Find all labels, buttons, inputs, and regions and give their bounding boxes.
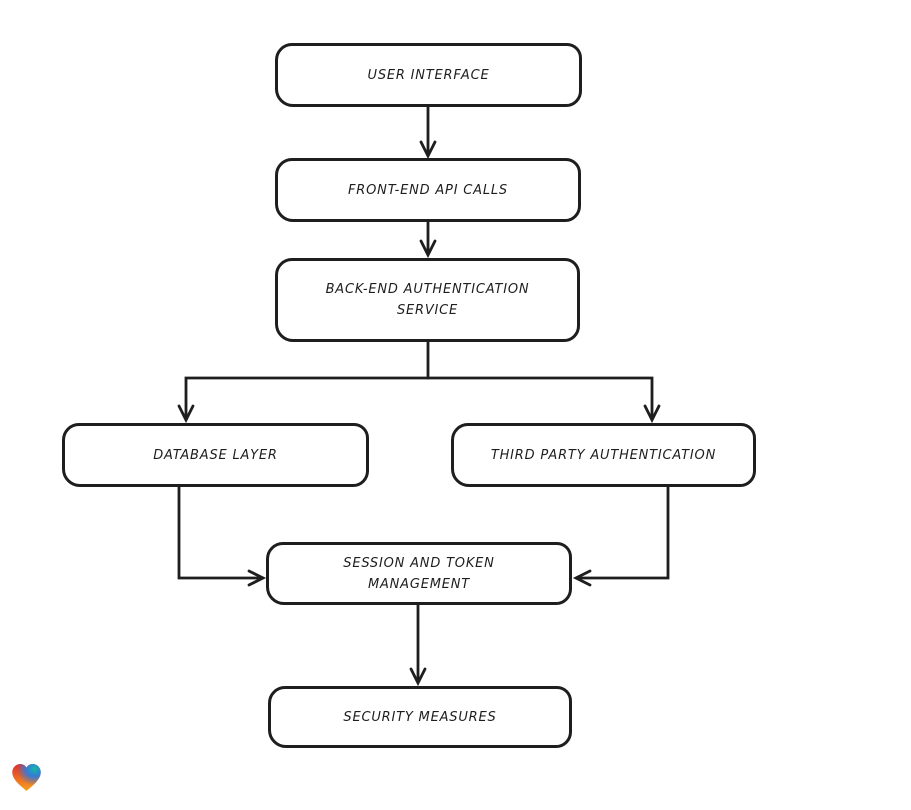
edge-user-interface-to-front-end-api-calls — [419, 105, 437, 160]
edge-session-token-mgmt-to-security-measures — [409, 603, 427, 687]
node-third-party-authentication[interactable]: THIRD PARTY AUTHENTICATION — [451, 423, 756, 487]
edge-database-layer-to-session-token-mgmt — [177, 485, 267, 587]
node-session-and-token-management-label: SESSION AND TOKEN MANAGEMENT — [343, 555, 495, 592]
node-third-party-authentication-label: THIRD PARTY AUTHENTICATION — [490, 447, 717, 463]
heart-icon — [12, 764, 41, 791]
edge-back-end-auth-service-to-third-party-auth — [426, 376, 661, 424]
node-user-interface-label: USER INTERFACE — [367, 67, 490, 83]
node-back-end-authentication-service[interactable]: BACK-END AUTHENTICATION SERVICE — [275, 258, 580, 342]
edge-front-end-api-calls-to-back-end-auth-service — [419, 220, 437, 259]
heart-logo[interactable] — [10, 761, 43, 793]
node-database-layer[interactable]: DATABASE LAYER — [62, 423, 369, 487]
node-user-interface[interactable]: USER INTERFACE — [275, 43, 582, 107]
node-session-and-token-management[interactable]: SESSION AND TOKEN MANAGEMENT — [266, 542, 572, 605]
edge-back-end-auth-service-to-database-layer — [177, 340, 430, 424]
node-front-end-api-calls-label: FRONT-END API CALLS — [348, 182, 508, 198]
edge-third-party-auth-to-session-token-mgmt — [572, 485, 670, 587]
node-front-end-api-calls[interactable]: FRONT-END API CALLS — [275, 158, 581, 222]
node-back-end-authentication-service-label: BACK-END AUTHENTICATION SERVICE — [325, 282, 530, 318]
node-database-layer-label: DATABASE LAYER — [153, 447, 278, 463]
node-security-measures[interactable]: SECURITY MEASURES — [268, 686, 572, 748]
node-security-measures-label: SECURITY MEASURES — [343, 709, 497, 725]
